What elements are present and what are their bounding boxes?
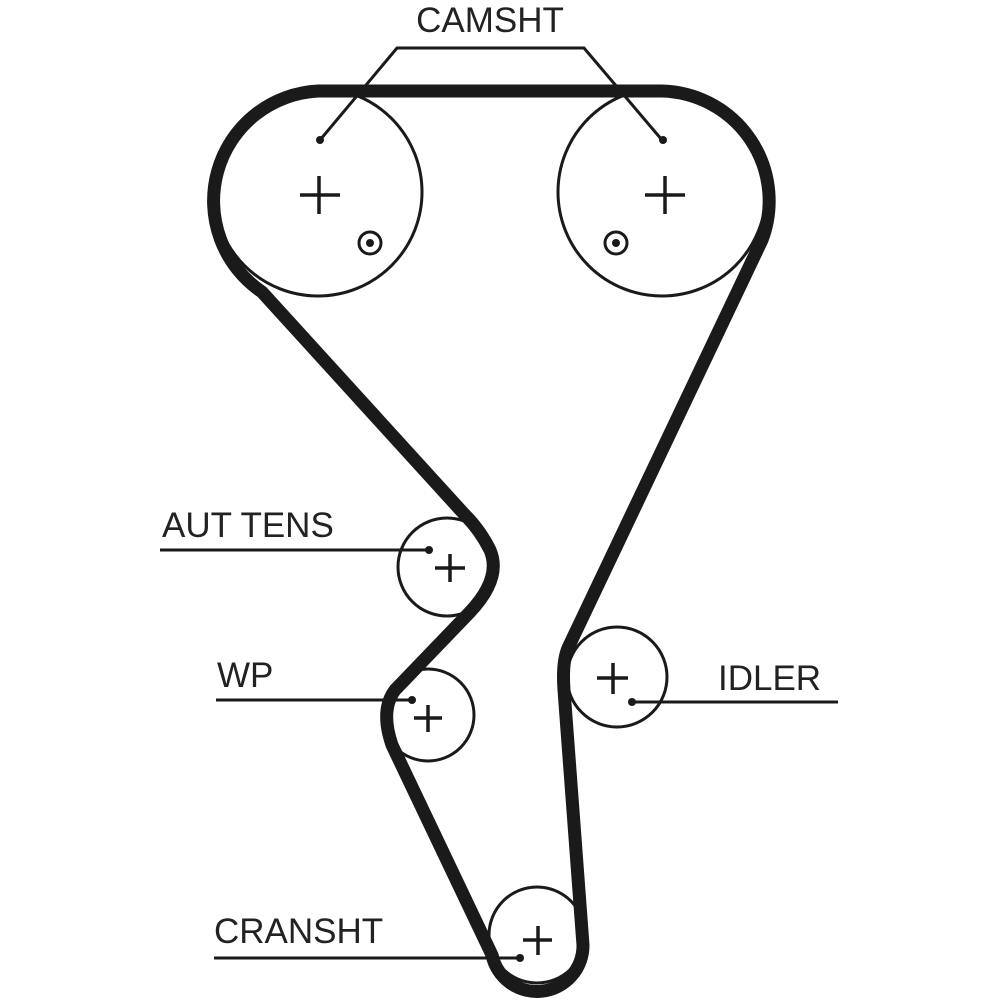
timing-belt xyxy=(207,84,776,998)
center-cross-icon xyxy=(300,176,340,214)
auto-tensioner-leader-line xyxy=(160,546,433,554)
water-pump-label: WP xyxy=(217,656,273,695)
timing-mark-icon xyxy=(603,230,629,256)
camshaft-leader-lines xyxy=(316,46,667,144)
center-cross-icon xyxy=(523,926,552,955)
timing-mark-icon xyxy=(357,230,383,256)
center-cross-icon xyxy=(597,663,628,694)
center-cross-icon xyxy=(435,554,465,582)
camshaft-label: CAMSHT xyxy=(416,1,564,40)
auto-tensioner-label: AUT TENS xyxy=(162,506,334,545)
idler-label: IDLER xyxy=(718,659,821,698)
idler-pulley xyxy=(565,625,669,729)
water-pump-leader-line xyxy=(216,696,416,704)
crankshaft-label: CRANSHT xyxy=(214,912,383,951)
idler-leader-line xyxy=(628,698,838,706)
crankshaft-leader-line xyxy=(214,954,524,962)
center-cross-icon xyxy=(645,176,685,214)
center-cross-icon xyxy=(414,705,442,732)
